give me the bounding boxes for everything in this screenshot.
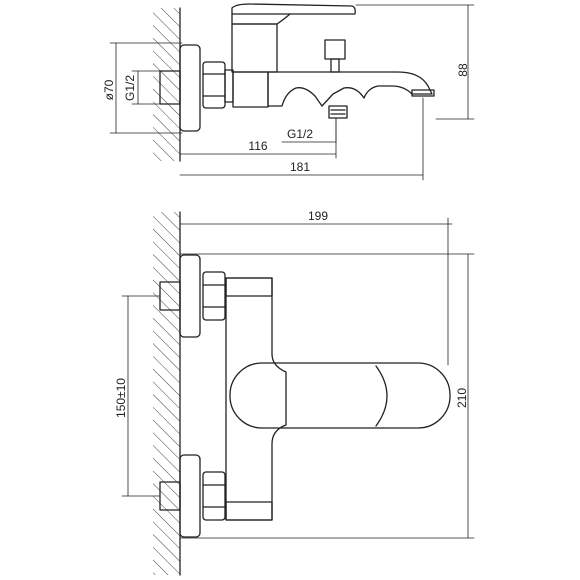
body-lower-cap <box>225 501 273 521</box>
dim-label-g12-outlet: G1/2 <box>287 127 313 141</box>
dim-label-150: 150±10 <box>114 378 128 418</box>
mixer-body-side <box>232 71 269 108</box>
front-view: 199 210 150±10 <box>114 209 475 576</box>
dim-label-88: 88 <box>456 63 470 77</box>
wall-flange <box>179 44 201 132</box>
cartridge-housing <box>231 23 278 73</box>
lever-handle-side <box>231 3 356 25</box>
dim-label-g12-inlet: G1/2 <box>123 75 137 101</box>
side-view: 88 ø70 G1/2 G1/2 116 181 <box>102 3 475 181</box>
lever-handle-front <box>229 362 451 429</box>
hex-nut <box>202 61 226 109</box>
dim-label-d70: ø70 <box>102 79 116 100</box>
spout-side <box>267 71 433 107</box>
upper-wall-flange <box>179 254 201 338</box>
mixer-body-front <box>225 277 287 521</box>
diverter-knob <box>324 39 346 60</box>
lever-inner-line <box>375 365 388 427</box>
upper-hex-nut <box>202 271 226 321</box>
dim-label-116: 116 <box>248 139 267 153</box>
wall-hatch-front <box>153 212 180 575</box>
dim-label-181: 181 <box>290 160 310 174</box>
wall-hatch-top <box>153 8 180 161</box>
dim-label-210: 210 <box>455 388 469 408</box>
body-upper-cap <box>225 277 273 297</box>
lower-wall-flange <box>179 454 201 538</box>
lower-hex-nut <box>202 471 226 521</box>
aerator <box>411 89 435 97</box>
dim-label-199: 199 <box>308 209 328 223</box>
diverter-stem <box>330 58 340 73</box>
shower-outlet <box>328 105 348 119</box>
eccentric-connector <box>224 69 234 103</box>
